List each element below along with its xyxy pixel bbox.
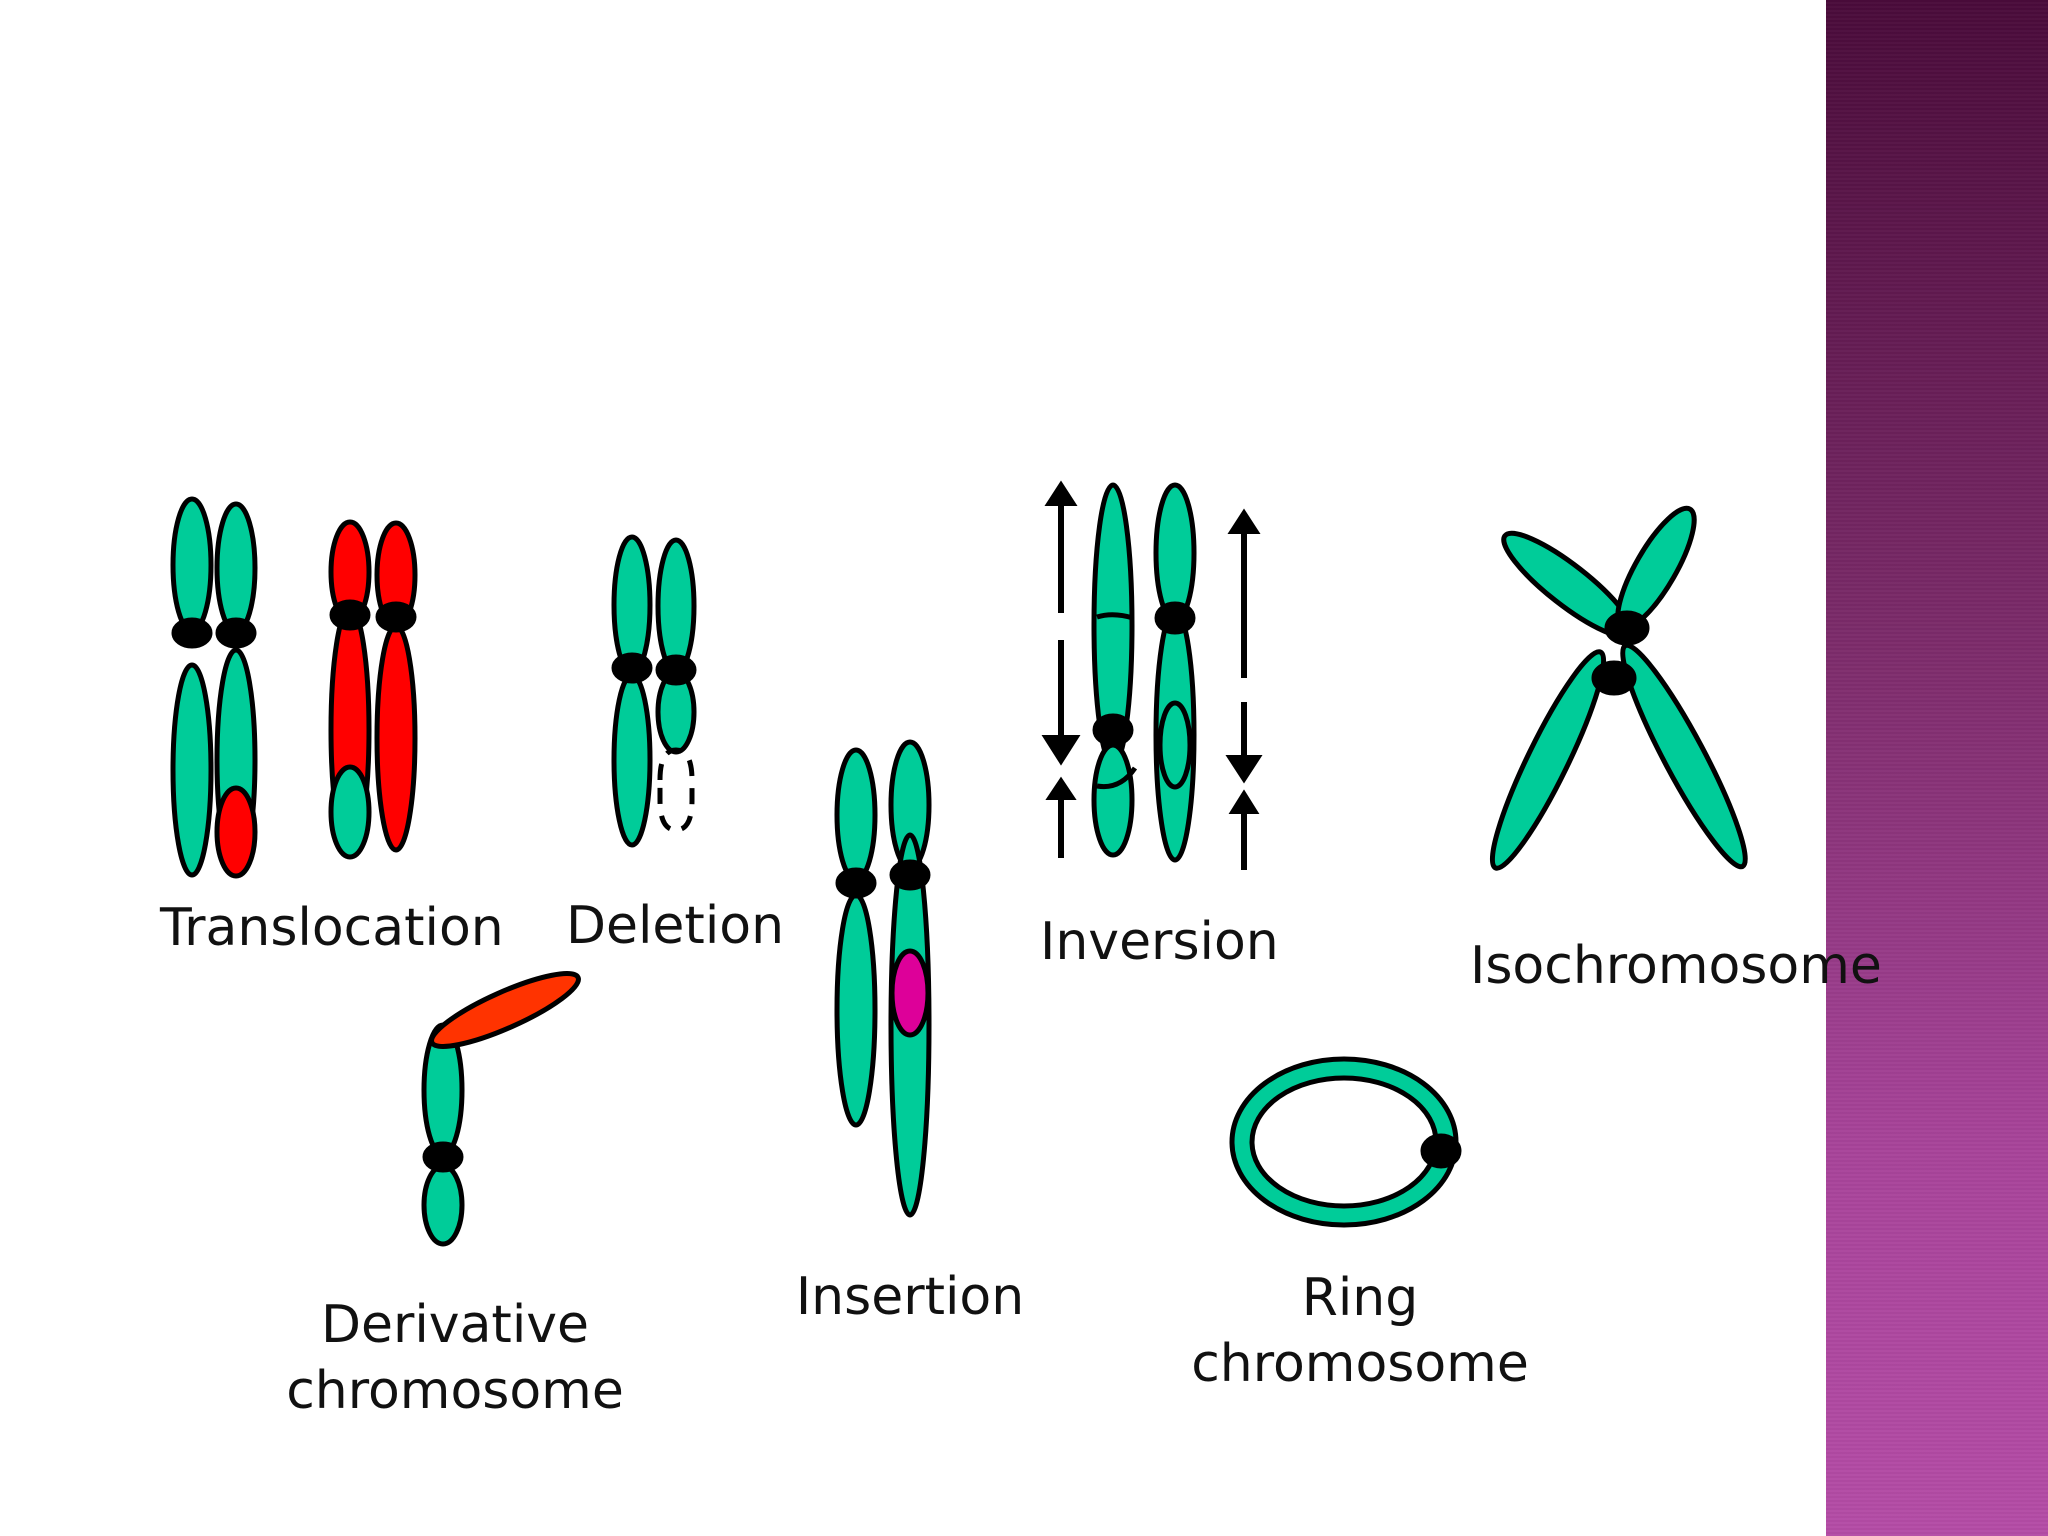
label-derivative-chromosome: Derivative chromosome — [280, 1292, 630, 1424]
arrow-up-icon — [1227, 508, 1261, 678]
label-derivative-line2: chromosome — [286, 1361, 624, 1421]
arrow-up-icon — [1044, 480, 1078, 613]
arrow-down-icon — [1225, 702, 1263, 784]
arrow-up-icon — [1228, 789, 1260, 870]
isochromosome-figure — [1489, 505, 1748, 871]
deletion-figure — [611, 534, 697, 848]
inversion-arrows — [1041, 480, 1263, 870]
label-ring-line1: Ring — [1301, 1268, 1419, 1328]
translocation-figure — [170, 496, 418, 879]
label-deletion: Deletion — [565, 896, 785, 956]
label-inversion: Inversion — [1040, 912, 1279, 972]
label-ring-line2: chromosome — [1191, 1334, 1529, 1394]
chromosome-normal-1 — [170, 496, 258, 879]
label-translocation: Translocation — [160, 898, 504, 958]
derivative-figure — [421, 971, 581, 1247]
insertion-figure — [834, 739, 932, 1218]
arrow-down-icon — [1041, 640, 1081, 766]
label-derivative-line1: Derivative — [320, 1295, 590, 1355]
label-isochromosome: Isochromosome — [1470, 936, 1882, 996]
decorative-sidebar — [1826, 0, 2048, 1536]
label-ring-chromosome: Ring chromosome — [1180, 1265, 1540, 1397]
chromosome-translocated-2 — [328, 519, 418, 860]
ring-figure — [1229, 1056, 1462, 1228]
inversion-figure — [1091, 482, 1197, 863]
arrow-up-icon — [1045, 776, 1077, 858]
label-insertion: Insertion — [795, 1267, 1025, 1327]
